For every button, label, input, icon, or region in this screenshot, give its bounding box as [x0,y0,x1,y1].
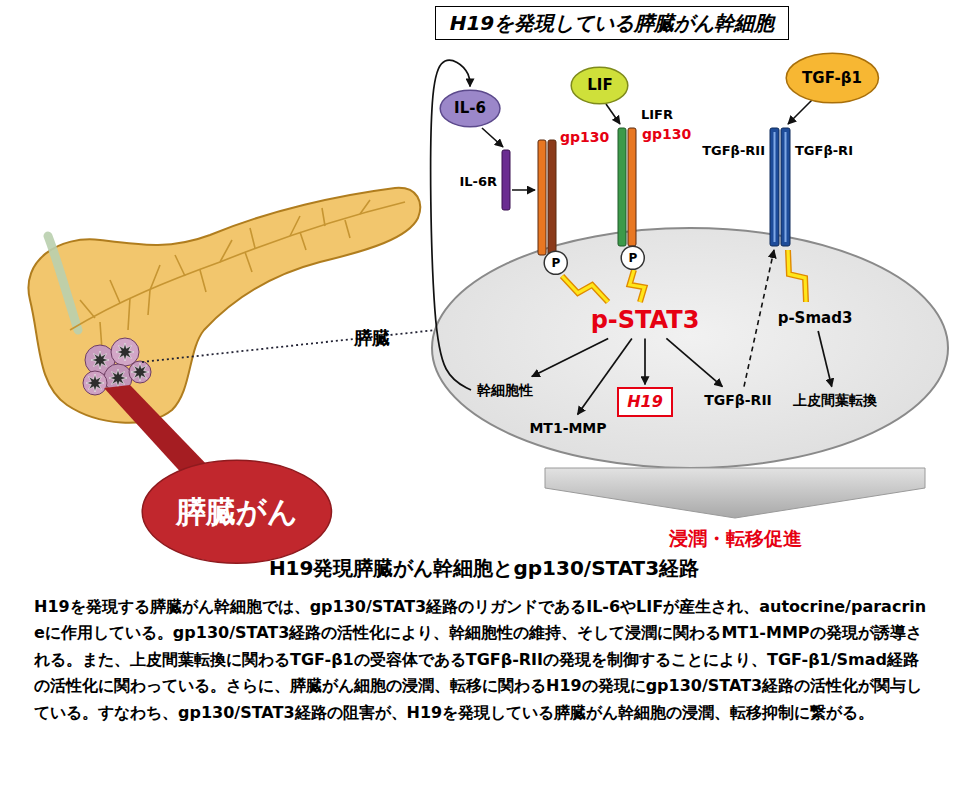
ligand-arrow [482,128,503,147]
gp130-receptor [538,140,546,255]
tumor-cell-star [86,374,104,392]
trafficking-arrow [744,250,774,387]
tgfbr1-receptor [781,128,790,246]
disease-circle-text: 膵臓がん [176,494,298,530]
ligand-circle-text: IL-6 [454,99,486,117]
key-protein-text: p-STAT3 [591,306,700,335]
lifr-receptor [618,128,626,246]
pathway-arrow [532,338,608,376]
activation-bolt [562,276,608,302]
outcome-text: MT1-MMP [526,418,609,439]
outcome-text: TGFβ-RII [701,390,775,411]
tumor-cluster [83,338,151,395]
outcome-text-text: MT1-MMP [529,420,606,437]
activation-bolt [562,276,608,302]
ligand-circle: IL-6 [439,89,501,128]
outcome-text-text: 幹細胞性 [477,382,533,399]
receptor-label: gp130 [560,129,609,146]
activation-bolt [562,250,806,302]
tumor-cell-star [109,369,127,387]
caption-body: H19を発現する膵臓がん幹細胞では、gp130/STAT3経路のリガンドであるI… [34,594,934,726]
art-shape [129,361,151,383]
activation-bolt [630,270,645,302]
tumor-cell-star [131,363,149,381]
pancreas-outline [28,188,420,423]
pathway-arrow [666,338,722,386]
tumor-cell-star [91,351,109,369]
phospho-circle: P [620,245,645,270]
disease-circle: 膵臓がん [141,459,333,564]
ligand-arrow [606,104,620,124]
art-shape [70,202,405,330]
ligand-arrow [788,98,814,124]
gene-box: H19 [617,387,673,416]
caption-heading: H19発現膵臓がん幹細胞とgp130/STAT3経路 [269,556,699,580]
receptor-label: LIFR [641,107,673,123]
gene-box-text: H19 [627,392,663,411]
receptor-label: TGFβ-RII [702,143,765,159]
pathway-arrow [818,331,832,387]
outcome-text-text: TGFβ-RII [704,392,772,409]
tgfbr2-receptor [770,128,779,246]
phospho-circle: P [543,250,568,275]
outcome-text: 上皮間葉転換 [790,390,880,411]
callout-wedge [104,385,212,478]
receptor-stripe [785,132,787,242]
phospho-circle-shape [621,246,644,269]
receptor-label: TGFβ-RI [795,143,853,159]
key-protein: p-STAT3 [587,304,704,337]
cell-outline [432,228,948,468]
il6r-receptor [502,150,510,210]
disease-circle-shape [142,460,331,563]
title-box: H19を発現している膵臓がん幹細胞 [435,6,790,40]
gp130-receptor [628,128,636,246]
gp130-receptor [548,140,556,255]
phospho-circle-shape [544,251,567,274]
receptor-label: gp130 [642,126,691,143]
outcome-text-text: 上皮間葉転換 [793,392,877,409]
ligand-circle-shape [572,67,629,104]
title-text: H19を発現している膵臓がん幹細胞 [450,11,775,35]
receptor-stripe [774,132,776,242]
ligand-circle-text: TGF-β1 [802,69,862,87]
ligand-circle: LIF [570,66,629,105]
result-label: 浸潤・転移促進 [669,527,802,550]
bile-duct [48,236,78,330]
tumor-cell-star [116,343,134,361]
block-arrow [545,468,925,518]
ligand-circle-shape [440,90,500,127]
binding-arrow [512,189,535,191]
phospho-circle-text: P [552,256,561,270]
ligand-circle-text: LIF [587,76,612,94]
zoom-line [142,330,436,362]
activation-bolt [788,250,806,302]
pancreatic-duct [70,200,405,350]
key-protein-text: p-Smad3 [778,309,853,327]
art-shape [80,200,370,350]
outcome-text: 幹細胞性 [474,380,536,401]
organ-label: 膵臓 [354,327,390,349]
activation-bolt [788,250,806,302]
tumor-cell-star [86,343,149,392]
art-shape [83,371,107,395]
ligand-circle: TGF-β1 [785,52,880,104]
phospho-circle-text: P [629,251,638,265]
receptor-label: IL-6R [459,174,497,190]
activation-bolt [630,270,645,302]
ligand-circle-shape [786,53,878,103]
key-protein: p-Smad3 [775,307,856,329]
pathway-arrow [644,338,646,384]
